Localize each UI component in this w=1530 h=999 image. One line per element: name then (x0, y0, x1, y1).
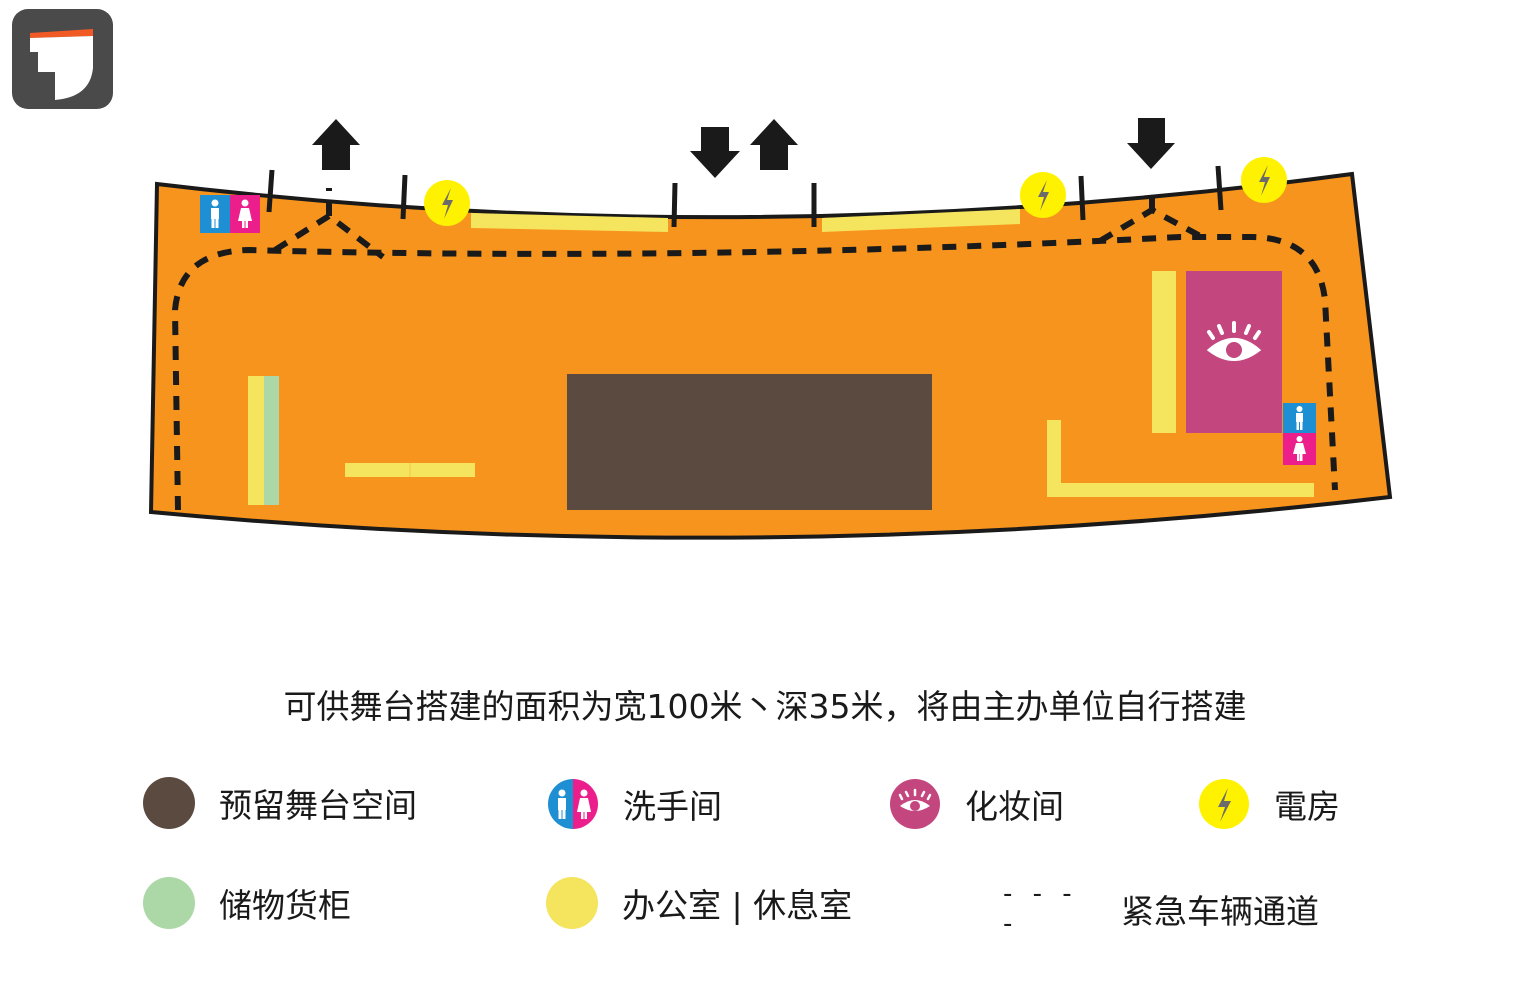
legend-label: 预留舞台空间 (219, 786, 417, 825)
legend-stage: 预留舞台空间 (143, 777, 417, 829)
office-block-right-lshape (1047, 420, 1314, 497)
restroom-icon (200, 195, 260, 233)
dashed-line-icon: - - - - (1003, 879, 1078, 939)
arrow-up-icon (312, 119, 360, 170)
office-block-center-left (345, 463, 475, 477)
eye-icon (890, 779, 940, 829)
storage-swatch (143, 877, 195, 929)
legend-label: 化妆间 (965, 787, 1064, 826)
legend-label: 办公室 | 休息室 (622, 886, 853, 925)
legend-restroom: 洗手间 (547, 778, 722, 830)
legend-makeup: 化妆间 (889, 778, 1064, 830)
office-block-top-left (471, 213, 668, 232)
eye-icon (1206, 321, 1262, 361)
legend-office: 办公室 | 休息室 (546, 877, 852, 929)
venue-floor (148, 171, 1393, 540)
venue-floor-plan (12, 9, 1393, 540)
legend-label: 洗手间 (623, 787, 722, 826)
arrow-down-icon (690, 127, 740, 178)
emergency-vehicle-route (171, 186, 1338, 511)
office-block-right-vertical (1152, 271, 1176, 433)
lightning-icon (1241, 157, 1287, 203)
office-swatch (546, 877, 598, 929)
office-block-top-right (822, 209, 1020, 232)
stage-swatch (143, 777, 195, 829)
legend-storage: 储物货柜 (143, 877, 351, 929)
legend-route: - - - - 紧急车辆通道 (1003, 879, 1319, 939)
legend-label: 紧急车辆通道 (1121, 892, 1319, 931)
storage-block (264, 376, 279, 505)
lightning-icon (1199, 779, 1249, 829)
legend-power: 電房 (1198, 778, 1340, 830)
arrow-up-icon (750, 119, 798, 170)
door-posts (266, 165, 1224, 228)
lightning-icon (424, 180, 470, 226)
reserved-stage-area (567, 374, 932, 510)
logo-icon (12, 9, 113, 109)
restroom-icon (1283, 403, 1316, 465)
office-block-left (248, 376, 264, 505)
legend-label: 電房 (1274, 787, 1340, 826)
area-caption: 可供舞台搭建的面积为宽100米丶深35米，将由主办单位自行搭建 (283, 687, 1247, 726)
legend-label: 储物货柜 (219, 886, 351, 925)
arrow-down-icon (1127, 118, 1175, 169)
restroom-icon (548, 779, 598, 829)
lightning-icon (1020, 172, 1066, 218)
